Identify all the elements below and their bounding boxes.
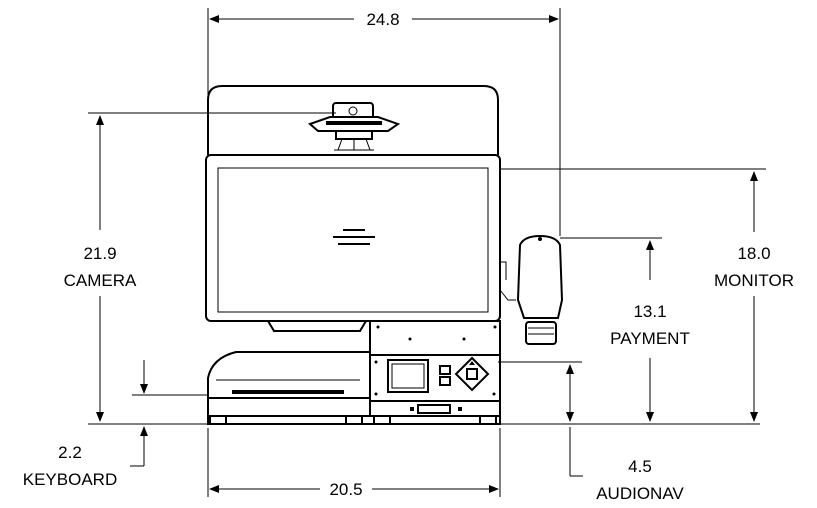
screen-logo-icon	[333, 229, 375, 245]
base-width-value: 20.5	[329, 480, 362, 499]
payment-height-label: PAYMENT	[610, 329, 690, 348]
audionav-height-value: 4.5	[628, 457, 652, 476]
audionav-height-label: AUDIONAV	[596, 484, 684, 503]
dimension-audionav: 4.5 AUDIONAV	[498, 361, 684, 503]
payment-height-value: 13.1	[633, 302, 666, 321]
keyboard-height-value: 2.2	[58, 443, 82, 462]
base-plinth	[207, 397, 501, 425]
dimension-payment: 13.1 PAYMENT	[560, 237, 690, 422]
kiosk-device	[205, 85, 564, 425]
camera-height-value: 21.9	[83, 244, 116, 263]
monitor	[205, 154, 501, 332]
camera	[308, 102, 401, 151]
dimension-keyboard: 2.2 KEYBOARD	[23, 360, 208, 489]
dimension-base-width: 20.5	[207, 428, 501, 499]
overall-width-value: 24.8	[366, 10, 399, 29]
keyboard-height-label: KEYBOARD	[23, 470, 117, 489]
audionav-panel	[369, 354, 501, 402]
dimension-camera: 21.9 CAMERA	[64, 112, 336, 422]
payment-terminal	[499, 234, 564, 345]
dimension-overall-width: 24.8	[207, 8, 561, 236]
base-column	[369, 320, 501, 356]
dimension-monitor: 18.0 MONITOR	[500, 168, 794, 422]
monitor-height-label: MONITOR	[714, 271, 794, 290]
monitor-height-value: 18.0	[737, 244, 770, 263]
keyboard-tray	[207, 351, 371, 399]
camera-height-label: CAMERA	[64, 271, 137, 290]
